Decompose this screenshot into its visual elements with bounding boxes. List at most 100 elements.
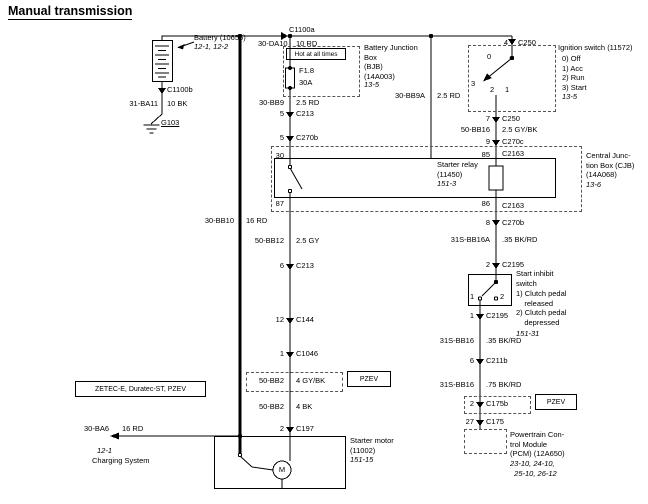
connector-c144: C144	[296, 315, 314, 324]
inhibit-name: Start inhibit switch	[516, 269, 554, 288]
clutch-pedal-switch-symbol	[477, 279, 499, 301]
connector-c1046: C1046	[296, 349, 319, 358]
zetec-variant-label: ZETEC-E, Duratec-ST, PZEV	[94, 385, 187, 393]
pin-c197-2: 2	[279, 424, 284, 433]
relay-name: Starter relay (11450)	[437, 160, 478, 179]
pin-c211b-6: 6	[469, 356, 474, 365]
connector-c250-4: C250	[518, 38, 536, 47]
connector-arrows	[158, 32, 516, 433]
ignition-switch-box	[468, 45, 556, 112]
relay-pin-85: 85	[481, 150, 490, 159]
starter-motor-box	[214, 436, 346, 489]
inhibit-positions: 1) Clutch pedal released 2) Clutch pedal…	[516, 289, 567, 327]
ignition-name: Ignition switch (11572)	[558, 43, 633, 52]
gauge-75bkrd: .75 BK/RD	[486, 380, 522, 389]
connector-c270b-5: C270b	[296, 133, 319, 142]
circuit-30ba6: 30-BA6	[84, 424, 110, 433]
pzev-left-tag-box: PZEV	[347, 371, 391, 387]
circuit-50bb2: 50-BB2	[258, 402, 284, 411]
connector-c1100b: C1100b	[167, 85, 193, 94]
connector-c175: C175	[486, 417, 504, 426]
pin-c2195-2: 2	[485, 260, 490, 269]
charging-page-ref: 12-1	[97, 446, 113, 455]
bjb-label: Battery Junction Box (BJB) (14A003)	[364, 43, 418, 81]
bjb-page-ref: 13-5	[364, 80, 380, 89]
charging-name: Charging System	[92, 456, 150, 465]
battery-name: Battery (10655)	[194, 33, 246, 42]
battery-box	[152, 40, 173, 82]
starter-motor-symbol	[237, 436, 292, 489]
ignition-switch-symbol	[483, 55, 515, 82]
pzev-left-wire-box	[246, 372, 343, 392]
circuit-31sbb16-a: 31S-BB16	[439, 336, 474, 345]
ignition-contact-2: 2	[490, 85, 495, 94]
connector-c213-6: C213	[296, 261, 314, 270]
gauge-30bb9a: 2.5 RD	[437, 91, 461, 100]
connector-c2195-1: C2195	[486, 311, 509, 320]
gauge-16rd-2: 16 RD	[122, 424, 144, 433]
pin-c2195-1: 1	[469, 311, 474, 320]
gauge-4gybk: 4 GY/BK	[296, 376, 326, 385]
pcm-page-ref: 23-10, 24-10, 25-10, 26-12	[510, 459, 557, 478]
gauge-25gy: 2.5 GY	[296, 236, 320, 245]
junction-dots	[237, 33, 434, 439]
starter-page-ref: 151-15	[350, 455, 374, 464]
cjb-page-ref: 13-6	[586, 180, 602, 189]
gauge-25gybk: 2.5 GY/BK	[502, 125, 538, 134]
circuit-30da10: 30-DA10	[258, 39, 288, 48]
fuse-rating: 30A	[299, 78, 313, 87]
zetec-variant-box: ZETEC-E, Duratec-ST, PZEV	[75, 381, 206, 397]
gauge-10bk: 10 BK	[167, 99, 188, 108]
connector-c2163-bottom: C2163	[502, 201, 525, 210]
circuit-31sbb16-b: 31S-BB16	[439, 380, 474, 389]
relay-contact-symbol	[287, 164, 303, 194]
gauge-4bk: 4 BK	[296, 402, 313, 411]
pzev-right-label: PZEV	[546, 398, 566, 406]
fuse-id: F1.8	[299, 66, 315, 75]
connector-c1100a: C1100a	[289, 25, 315, 34]
pin-ignition-7: 7	[485, 114, 490, 123]
relay-coil-symbol	[488, 165, 504, 191]
ground-symbol	[143, 124, 160, 134]
circuit-30bb10: 30-BB10	[204, 216, 234, 225]
connector-c197: C197	[296, 424, 314, 433]
connector-c2163-top: C2163	[502, 149, 525, 158]
connector-c250-7: C250	[502, 114, 520, 123]
ignition-page-ref: 13-5	[562, 92, 578, 101]
pzev-right-tag-box: PZEV	[535, 394, 577, 410]
cjb-label: Central Junc- tion Box (CJB) (14A068)	[586, 151, 635, 179]
gauge-10rd: 10 RD	[296, 39, 318, 48]
relay-pin-86: 86	[481, 199, 490, 208]
battery-label-arrow	[177, 41, 195, 50]
circuit-50bb16: 50-BB16	[460, 125, 490, 134]
gauge-16rd: 16 RD	[246, 216, 268, 225]
battery-junction-box	[283, 46, 360, 97]
motor-m-label: M	[278, 465, 286, 474]
gauge-35bkrd-a: .35 BK/RD	[502, 235, 538, 244]
hot-at-all-times-box: Hot at all times	[286, 48, 346, 60]
ignition-positions: 0) Off 1) Acc 2) Run 3) Start	[562, 54, 587, 92]
battery-page-ref: 12-1, 12-2	[194, 42, 229, 51]
connector-c270b-8: C270b	[502, 218, 525, 227]
circuit-50bb12: 50-BB12	[254, 236, 284, 245]
relay-pin-87: 87	[275, 199, 284, 208]
pin-c144-12: 12	[275, 315, 284, 324]
pin-c175b-2: 2	[469, 399, 474, 408]
circuit-31ba11: 31-BA11	[129, 99, 158, 108]
connector-c175b: C175b	[486, 399, 509, 408]
connector-c213-5: C213	[296, 109, 314, 118]
ignition-contact-3: 3	[471, 79, 476, 88]
inhibit-page-ref: 151-31	[516, 329, 540, 338]
pin-c270b-5: 5	[279, 133, 284, 142]
central-junction-box	[271, 146, 582, 212]
charging-offpage-arrow	[110, 432, 119, 440]
pin-c270b-8: 8	[485, 218, 490, 227]
circuit-50bb2-pzev: 50-BB2	[258, 376, 284, 385]
battery-symbol	[155, 45, 169, 78]
inhibit-contact-1: 1	[470, 292, 475, 301]
start-inhibit-switch-box	[468, 274, 512, 306]
fuse-symbol	[285, 66, 295, 90]
starter-relay-box	[274, 158, 556, 198]
